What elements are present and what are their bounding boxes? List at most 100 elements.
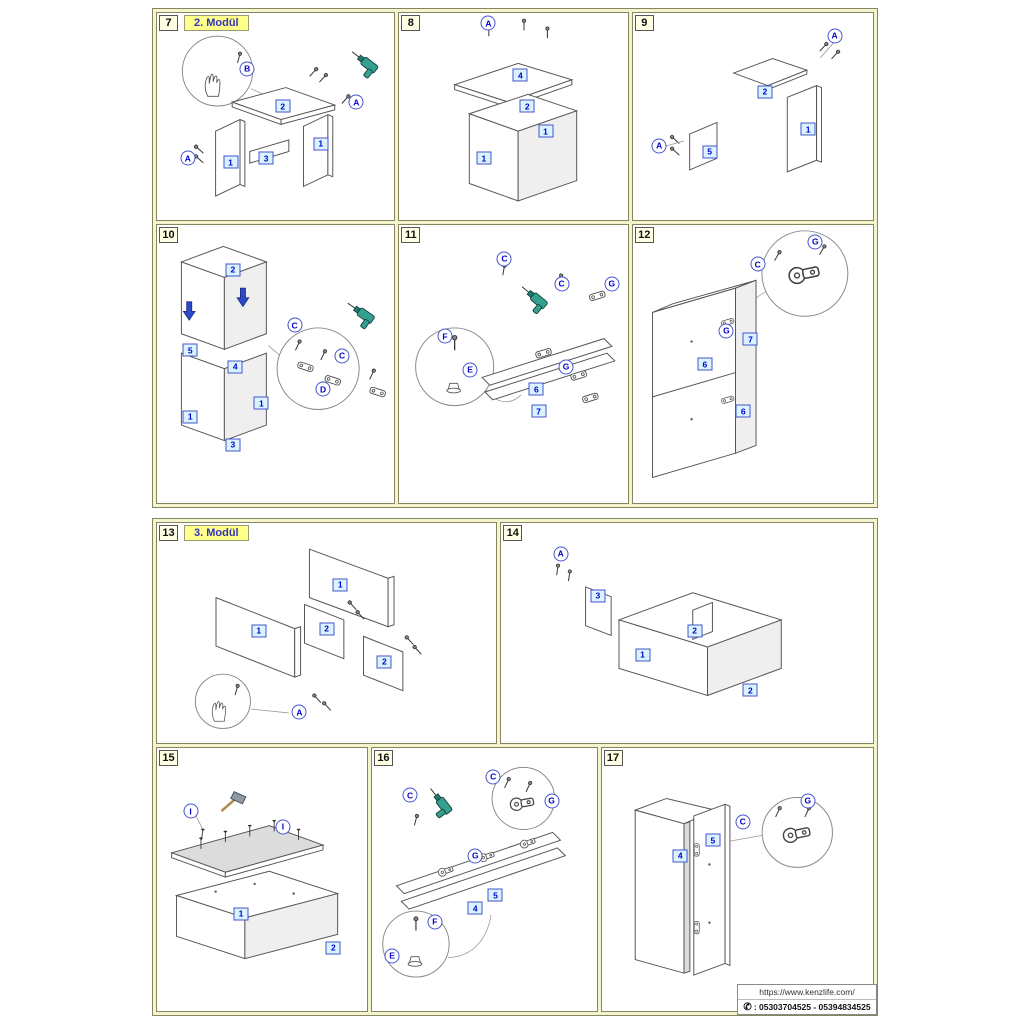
part-number-2: 2: [687, 624, 703, 638]
part-number-6: 6: [735, 404, 751, 418]
part-number-3: 3: [590, 589, 606, 603]
part-number-3: 3: [225, 438, 241, 452]
step-number: 17: [603, 749, 623, 766]
part-number-5: 5: [487, 888, 503, 902]
callout-letter-B: B: [239, 61, 255, 77]
screw-icon: [522, 18, 527, 31]
part-number-2: 2: [325, 941, 341, 955]
part-number-2: 2: [757, 85, 773, 99]
callout-letter-E: E: [384, 948, 400, 964]
part-number-1: 1: [182, 410, 198, 424]
assembly-drawing: [181, 35, 380, 197]
hammer-icon: [220, 790, 248, 813]
part-number-1: 1: [251, 624, 267, 638]
callout-letter-G: G: [467, 848, 483, 864]
screw-icon: [403, 634, 416, 647]
assembly-drawing: [415, 263, 616, 407]
callout-letter-C: C: [287, 317, 303, 333]
step-cell-15: 15 I I 1 2: [156, 746, 368, 1012]
callout-letter-A: A: [651, 138, 667, 154]
assembly-drawing: [382, 766, 567, 978]
screw-icon: [307, 66, 319, 78]
part-number-6: 6: [697, 357, 713, 371]
callout-letter-C: C: [485, 769, 501, 785]
callout-letter-G: G: [800, 793, 816, 809]
assembly-drawing: [194, 548, 423, 729]
drill-icon: [420, 785, 454, 820]
assembly-drawing: [651, 230, 849, 479]
step-number: 13: [159, 525, 178, 541]
hinge-icon: [588, 290, 607, 302]
step-number: 9: [634, 15, 654, 31]
screw-icon: [321, 700, 333, 713]
part-number-1: 1: [635, 648, 651, 662]
screw-icon: [545, 26, 550, 39]
step-number: 10: [159, 227, 178, 244]
phone-line: ✆ : 05303704525 - 05394834525: [738, 1000, 876, 1014]
part-number-3: 3: [258, 151, 274, 165]
part-number-4: 4: [672, 849, 688, 863]
drill-icon: [514, 283, 549, 316]
callout-letter-C: C: [496, 251, 512, 267]
part-number-7: 7: [742, 332, 758, 346]
step-number: 15: [159, 749, 178, 766]
assembly-drawing: [453, 18, 579, 202]
callout-letter-C: C: [554, 276, 570, 292]
part-number-1: 1: [800, 122, 816, 136]
callout-letter-A: A: [348, 94, 364, 110]
callout-letter-D: D: [315, 381, 331, 397]
callout-letter-I: I: [275, 819, 291, 835]
magnifier-inset: [276, 327, 360, 411]
assembly-drawing: [554, 563, 784, 697]
part-number-2: 2: [225, 263, 241, 277]
callout-letter-I: I: [183, 803, 199, 819]
contact-box: https://www.kenzlife.com/ ✆ : 0530370452…: [737, 984, 877, 1015]
hinge-icon: [693, 920, 700, 935]
callout-letter-G: G: [604, 276, 620, 292]
module-label: 3. Modül: [184, 525, 249, 541]
assembly-drawing: [633, 796, 833, 976]
screw-icon: [829, 48, 841, 61]
callout-letter-A: A: [553, 546, 569, 562]
part-number-1: 1: [233, 907, 249, 921]
part-number-4: 4: [467, 901, 483, 915]
part-number-2: 2: [275, 99, 291, 113]
assembly-drawing: [170, 790, 340, 960]
part-number-2: 2: [742, 683, 758, 697]
callout-letter-C: C: [402, 787, 418, 803]
hinge-icon: [581, 392, 600, 404]
part-number-1: 1: [538, 124, 554, 138]
callout-letter-A: A: [480, 15, 496, 31]
part-number-4: 4: [227, 360, 243, 374]
drill-icon: [344, 47, 380, 80]
step-number: 11: [401, 227, 421, 244]
callout-letter-C: C: [334, 348, 350, 364]
callout-letter-G: G: [558, 359, 574, 375]
callout-letter-A: A: [827, 28, 843, 44]
assembly-drawing: [179, 246, 387, 442]
phone-numbers: : 05303704525 - 05394834525: [753, 1002, 871, 1012]
callout-letter-A: A: [180, 150, 196, 166]
callout-letter-E: E: [462, 362, 478, 378]
screw-icon: [554, 563, 561, 576]
callout-letter-C: C: [735, 814, 751, 830]
screw-icon: [566, 569, 573, 582]
step-number: 12: [634, 227, 654, 244]
module-label: 2. Modül: [184, 15, 249, 31]
step-number: 16: [373, 749, 393, 766]
callout-letter-F: F: [437, 328, 453, 344]
